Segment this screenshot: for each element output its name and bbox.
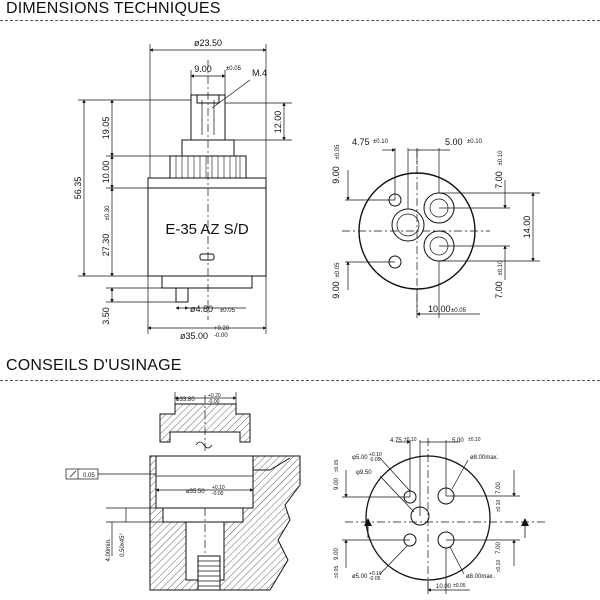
plan-hole-d-label: ø5.00: [352, 574, 368, 580]
bore-diameter-tol-plus: +0.10: [212, 485, 225, 491]
machining-top-diameter-tol-plus: +0.20: [208, 393, 221, 399]
base-offset-left-label: 4.75: [352, 137, 370, 147]
plan-hole-b-label: φ9.50: [356, 470, 372, 476]
cartridge-base-view: [342, 150, 490, 312]
plan-bottom-label: 10.00: [436, 584, 452, 590]
chamfer-label: 0.50x45°: [120, 533, 126, 557]
base-offset-right-label: 5.00: [445, 137, 463, 147]
base-lower-left-label: 9.00: [331, 281, 341, 299]
body-height-label: 27.30: [101, 234, 111, 257]
stem-cap: [196, 94, 220, 104]
body-marking: E-35 AZ S/D: [165, 221, 249, 238]
section-title-technical-dimensions: DIMENSIONS TECHNIQUES: [6, 0, 221, 17]
stem-width-tol: ±0.05: [226, 66, 242, 72]
base-lower-left-tol: ±0.05: [335, 262, 341, 278]
overall-height-label: 56.35: [73, 177, 83, 200]
plan-hole-d-tol-plus: +0.10: [369, 571, 382, 577]
section-title-machining-advice: CONSEILS D'USINAGE: [6, 357, 182, 374]
pin-diameter-tol: ±0.05: [220, 308, 236, 314]
base-lower-right-label: 7.00: [494, 281, 504, 299]
plan-hole-a-tol-minus: -0.05: [369, 457, 381, 463]
plan-upper-right-label: 7.00: [496, 482, 502, 494]
body-diameter-label: ø35.00: [180, 331, 208, 341]
plan-hole-d-tol-minus: -0.05: [369, 576, 381, 582]
plan-upper-left-label: 9.00: [334, 478, 340, 490]
base-upper-left-tol: ±0.05: [335, 144, 341, 160]
plan-offset-right-tol: ±0.10: [468, 437, 481, 443]
plan-offset-left-label: 4.75: [390, 438, 402, 444]
body-diameter-tol-plus: +0.20: [214, 326, 230, 332]
plan-section-arrows: [364, 518, 529, 538]
machining-top-diameter-label: ø33.80: [176, 397, 195, 403]
plan-upper-right-tol: ±0.10: [496, 500, 502, 513]
base-bottom-label: 10.00: [428, 304, 451, 314]
section-divider: [0, 380, 600, 381]
flatness-value: 0.05: [83, 473, 95, 479]
machining-plan-dimension-lines: [342, 440, 520, 594]
base-offset-left-tol: ±0.10: [373, 139, 389, 145]
plan-offset-right-label: 5.00: [452, 438, 464, 444]
base-bottom-tol: ±0.05: [451, 308, 467, 314]
base-upper-right-tol: ±0.10: [498, 150, 504, 166]
section-divider: [0, 20, 600, 21]
bore: [155, 455, 254, 509]
stem-height-label: 12.00: [273, 111, 283, 134]
base-center-right-label: 14.00: [522, 216, 532, 239]
ring-height-label: 10.00: [101, 161, 111, 184]
base-view-dimension-lines: [345, 148, 540, 318]
plan-hole-a-label: φ5.00: [352, 455, 368, 461]
bore-diameter-tol-minus: -0.00: [212, 491, 224, 497]
stem-width-label: 9.00: [194, 64, 212, 74]
bore-diameter-label: ø35.50: [186, 489, 205, 495]
depth-min-label: 4.00min.: [106, 538, 112, 561]
body-slot: [199, 253, 215, 261]
base-lower-right-tol: ±0.10: [498, 260, 504, 276]
plan-upper-left-tol: ±0.05: [334, 460, 340, 473]
body-diameter-tol-minus: -0.00: [214, 333, 228, 339]
plan-lower-right-tol: ±0.10: [496, 560, 502, 573]
plan-hole-c-label: ø8.00max.: [470, 455, 499, 461]
base-upper-left-label: 9.00: [331, 166, 341, 184]
body-height-tol: ±0.30: [105, 205, 111, 221]
upper-height-label: 19.05: [101, 117, 111, 140]
pin-diameter-label: ø4.80: [190, 304, 213, 314]
thread-label: M.4: [252, 68, 267, 78]
plan-bottom-tol: ±0.05: [453, 583, 466, 589]
cartridge-dimension-lines: [78, 44, 292, 334]
plan-lower-left-label: 9.00: [334, 548, 340, 560]
base-offset-right-tol: ±0.10: [467, 139, 483, 145]
plan-hole-e-label: ø8.00max.: [466, 574, 495, 580]
top-diameter-label: ø23.50: [194, 38, 222, 48]
cartridge-base: [161, 275, 253, 289]
plan-hole-a-tol-plus: +0.10: [369, 452, 382, 458]
plan-lower-right-label: 7.00: [496, 542, 502, 554]
machining-top-diameter-tol-minus: -0.00: [208, 399, 220, 405]
cartridge-side-view: [147, 60, 267, 320]
machining-section-dimension-lines: [65, 392, 254, 556]
plan-lower-left-tol: ±0.05: [334, 566, 340, 579]
plan-offset-left-tol: ±0.10: [404, 437, 417, 443]
machining-section-view: [149, 395, 301, 591]
threaded-outlet: [197, 555, 221, 591]
base-upper-right-label: 7.00: [494, 171, 504, 189]
base-height-label: 3.50: [101, 307, 111, 325]
locating-pin: [175, 287, 189, 303]
